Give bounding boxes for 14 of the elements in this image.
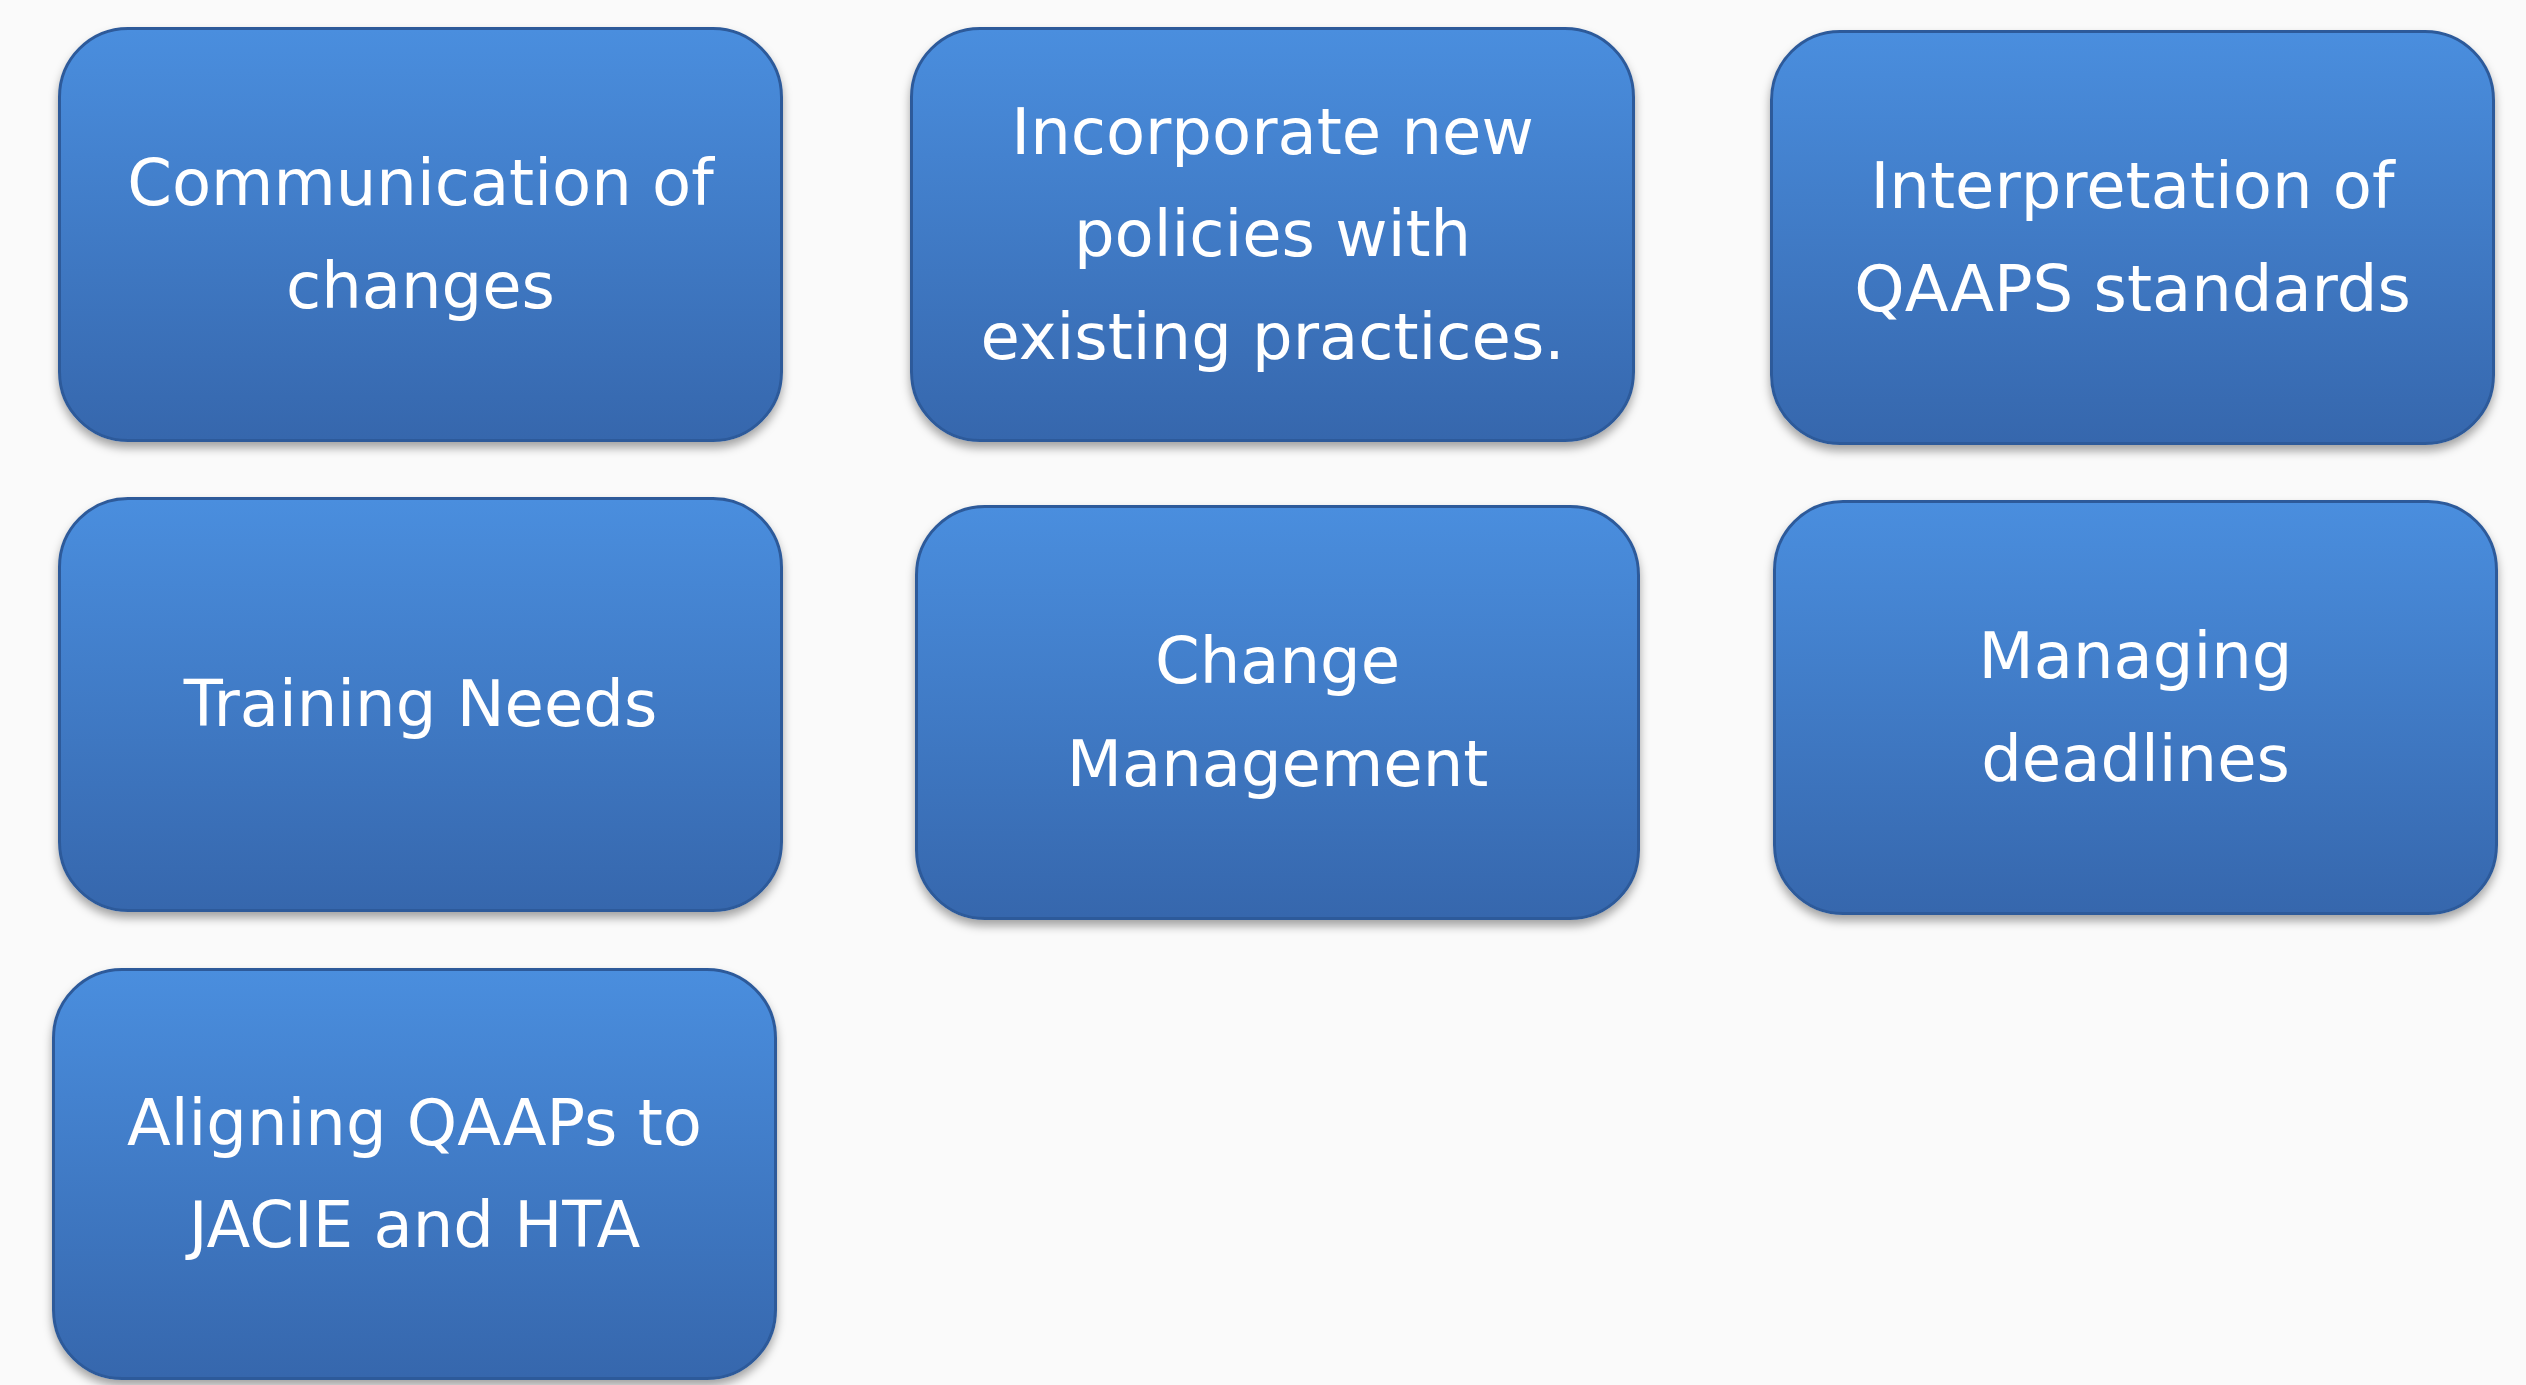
- box-label: Incorporate new policies with existing practices.: [979, 93, 1566, 376]
- box-label: Managing deadlines: [1977, 618, 2294, 798]
- rounded-box: [915, 505, 1640, 920]
- rounded-box: [1773, 500, 2498, 915]
- rounded-box: [52, 968, 777, 1380]
- box-label: Communication of changes: [126, 145, 716, 325]
- box-label: Change Management: [1065, 623, 1490, 803]
- rounded-box: [1770, 30, 2495, 445]
- rounded-box: [58, 497, 783, 912]
- rounded-box: [58, 27, 783, 442]
- box-label: Interpretation of QAAPS standards: [1853, 148, 2412, 328]
- rounded-box: [910, 27, 1635, 442]
- box-label: Aligning QAAPs to JACIE and HTA: [126, 1084, 703, 1264]
- box-label: Training Needs: [182, 666, 659, 744]
